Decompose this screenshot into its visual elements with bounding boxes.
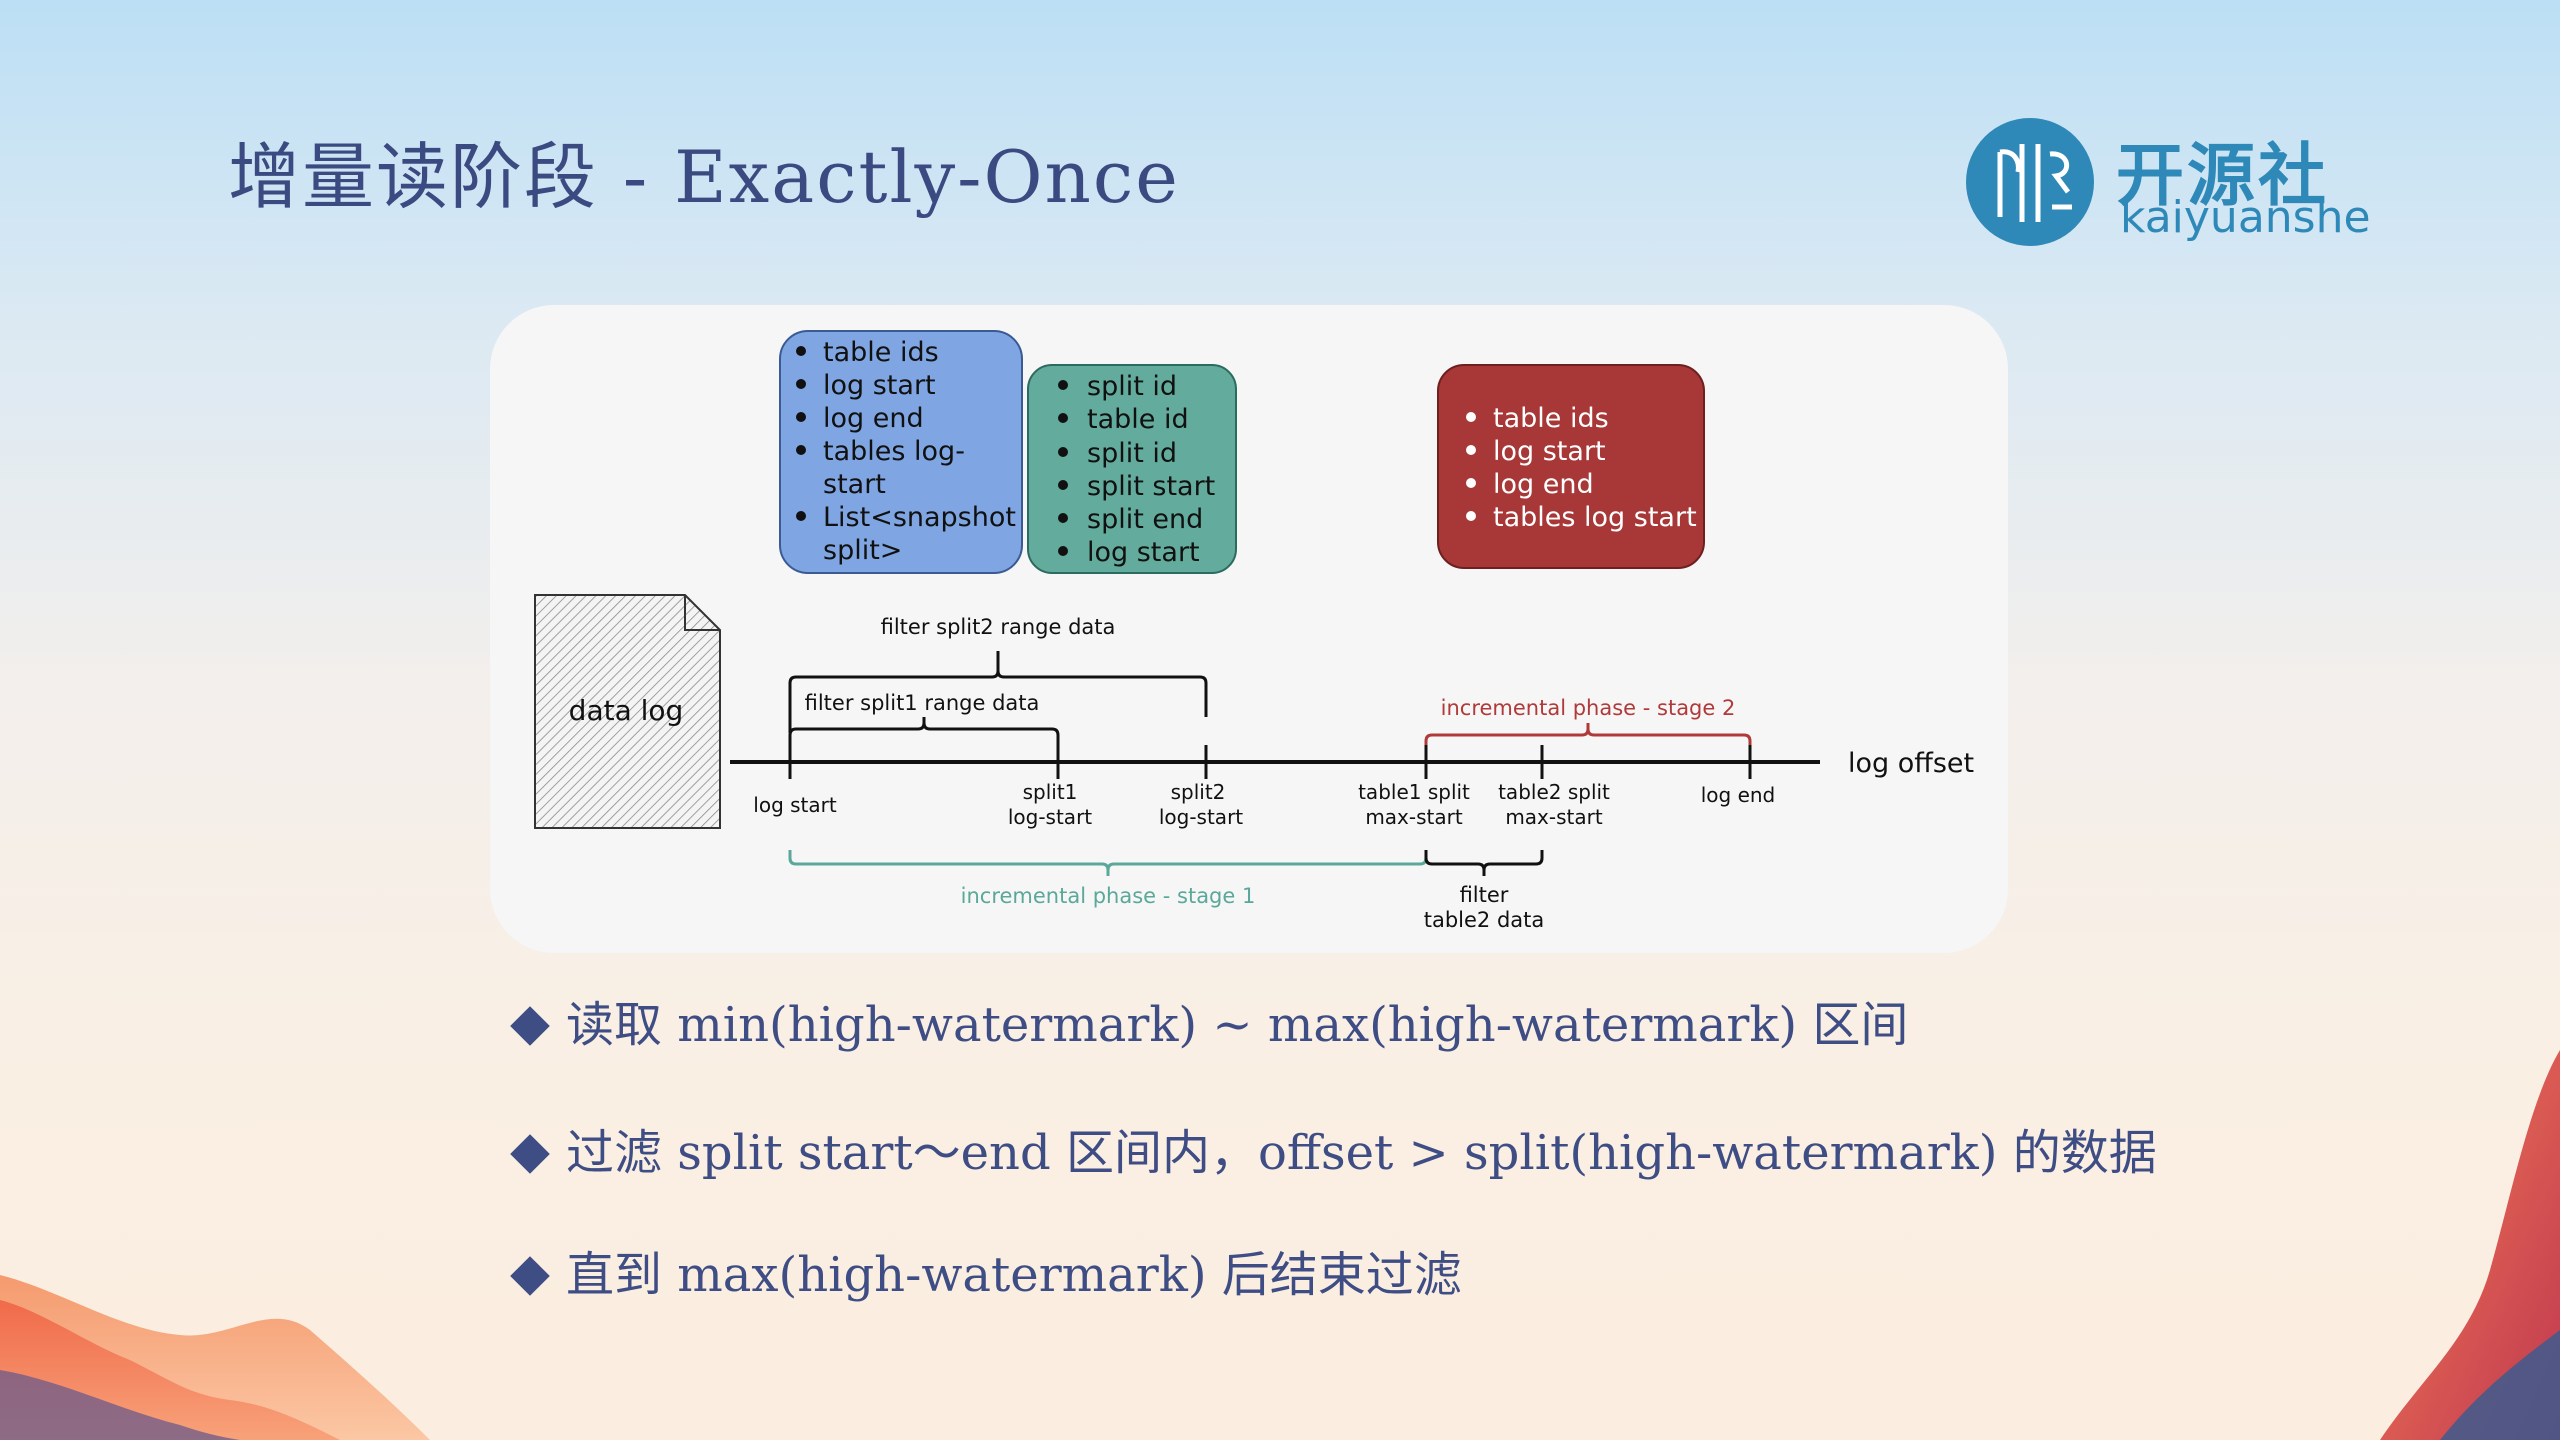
blue-box-item: table ids <box>823 337 939 368</box>
green-box-item: split end <box>1087 504 1203 535</box>
tick-label: log start <box>753 793 837 817</box>
red-box-bullet <box>1466 445 1476 455</box>
filter-table2-label: filter <box>1460 883 1509 907</box>
tick-label: log-start <box>1008 805 1092 829</box>
kaiyuanshe-logo-icon <box>1966 118 2094 246</box>
green-box-bullet <box>1058 546 1068 556</box>
red-box-bullet <box>1466 478 1476 488</box>
data-log-document: data log <box>534 594 721 829</box>
tick-label: max-start <box>1365 805 1463 829</box>
filter-split1-label: filter split1 range data <box>805 691 1040 715</box>
filter-table2-brace <box>1424 850 1544 876</box>
bullet-item: 过滤 split start～end 区间内，offset > split(hi… <box>508 1113 2157 1183</box>
page-title: 增量读阶段 - Exactly-Once <box>228 135 1180 219</box>
exactly-once-diagram: data log table ids log start log end tab… <box>534 330 1974 932</box>
stage1-label: incremental phase - stage 1 <box>961 884 1256 908</box>
kaiyuanshe-logo: 开源社 kaiyuanshe <box>1960 112 2371 252</box>
blue-box-item: log end <box>823 403 924 434</box>
logo-subtitle: kaiyuanshe <box>2120 192 2371 243</box>
diamond-bullet-icon <box>510 1133 550 1174</box>
green-box-item: split id <box>1087 371 1177 402</box>
red-box-item: table ids <box>1493 403 1609 434</box>
tick-label: split2 <box>1171 780 1226 804</box>
mountain-left-shade <box>0 1370 240 1440</box>
mountain-right <box>2380 1050 2560 1440</box>
stage2-brace <box>1424 723 1752 757</box>
axis-ticks <box>788 745 1752 779</box>
bullet-item: 读取 min(high-watermark) ~ max(high-waterm… <box>508 985 1908 1055</box>
tick-label: log end <box>1701 783 1776 807</box>
filter-split2-brace <box>788 651 1208 733</box>
green-box-item: split start <box>1087 471 1215 502</box>
diagram-panel <box>490 305 2008 953</box>
tick-label: max-start <box>1505 805 1603 829</box>
diamond-bullet-icon <box>510 1005 550 1046</box>
green-box-bullet <box>1058 480 1068 490</box>
blue-box-bullet <box>796 412 806 422</box>
stage2-label: incremental phase - stage 2 <box>1441 696 1736 720</box>
green-box-item: split id <box>1087 438 1177 469</box>
tick-label: log-start <box>1159 805 1243 829</box>
tick-label: table2 split <box>1498 780 1610 804</box>
red-box-item: tables log start <box>1493 502 1697 533</box>
blue-box-bullet <box>796 346 806 356</box>
filter-split2-label: filter split2 range data <box>881 615 1116 639</box>
blue-box-bullet <box>796 511 806 521</box>
bullet-item: 直到 max(high-watermark) 后结束过滤 <box>508 1235 1462 1305</box>
tick-label: table1 split <box>1358 780 1470 804</box>
blue-box-item: start <box>823 469 886 500</box>
red-box-item: log start <box>1493 436 1606 467</box>
green-box-bullet <box>1058 447 1068 457</box>
stage1-brace <box>788 850 1428 876</box>
blue-box-item: List<snapshot <box>823 502 1016 533</box>
bullet-text: 读取 min(high-watermark) ~ max(high-waterm… <box>566 997 1909 1053</box>
blue-info-box: table ids log start log end tables log- … <box>779 330 1023 574</box>
green-box-bullet <box>1058 413 1068 423</box>
filter-split1-brace <box>788 717 1060 753</box>
axis-label: log offset <box>1848 748 1974 779</box>
green-box-bullet <box>1058 513 1068 523</box>
red-box-bullet <box>1466 511 1476 521</box>
blue-box-item: split> <box>823 535 902 566</box>
red-box-bullet <box>1466 412 1476 422</box>
bullet-text: 过滤 split start～end 区间内，offset > split(hi… <box>566 1125 2157 1181</box>
bullet-text: 直到 max(high-watermark) 后结束过滤 <box>566 1247 1462 1303</box>
red-info-box: table ids log start log end tables log s… <box>1437 364 1705 569</box>
blue-box-item: log start <box>823 370 936 401</box>
data-log-label: data log <box>569 694 684 727</box>
green-box-item: table id <box>1087 404 1189 435</box>
green-box-bullet <box>1058 380 1068 390</box>
green-box-item: log start <box>1087 537 1200 568</box>
green-info-box: split id table id split id split start s… <box>1027 364 1237 574</box>
diamond-bullet-icon <box>510 1255 550 1296</box>
mountain-right-shade <box>2440 1330 2560 1440</box>
logo-name: 开源社 <box>2116 137 2330 216</box>
blue-box-item: tables log- <box>823 436 965 467</box>
red-box-item: log end <box>1493 469 1594 500</box>
filter-table2-label: table2 data <box>1424 908 1545 932</box>
tick-label: split1 <box>1023 780 1078 804</box>
blue-box-bullet <box>796 379 806 389</box>
blue-box-bullet <box>796 445 806 455</box>
